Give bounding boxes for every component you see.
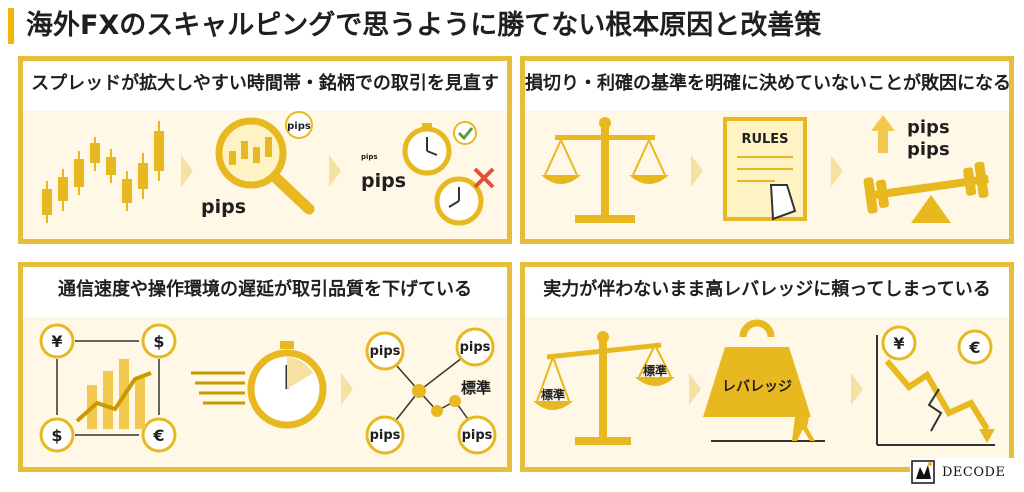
crack-icon [927,388,943,432]
panel-heading: 損切り・利確の基準を明確に決めていないことが敗因になる [525,73,1011,94]
arrow-right-icon [341,373,353,405]
pips-badge-label: pips [287,121,311,132]
latency-illustration: ¥ $ $ € pips [39,323,497,455]
arrow-right-icon [689,373,701,405]
stopwatch-icon [402,123,452,176]
magnifier-icon [215,117,315,215]
arrow-up-icon [871,115,895,153]
panel-latency: 通信速度や操作環境の遅延が取引品質を下げている ¥ $ $ € [18,262,512,472]
pointing-hand-icon [769,184,797,221]
arrow-right-icon [329,155,341,187]
dollar-icon: $ [153,332,164,351]
pips-label: pips [201,196,246,218]
currency-flow-icon [39,323,177,453]
euro-icon: € [152,426,164,445]
candlestick-chart-icon [42,121,164,223]
leverage-illustration: 標準 標準 レバレッジ ¥ € [533,319,995,446]
stopwatch-icon [434,176,484,226]
spread-illustration: pips pips pips pips [42,111,495,226]
panel-heading: 実力が伴わないまま高レバレッジに頼ってしまっている [543,279,991,300]
decode-logo-icon [911,460,935,484]
arrow-right-icon [851,373,863,405]
yen-icon: ¥ [893,334,904,353]
panel-leverage: 実力が伴わないまま高レバレッジに頼ってしまっている 標準 標準 レバレッジ [520,262,1014,472]
standard-label: 標準 [461,379,491,397]
euro-icon: € [968,338,980,357]
pips-label: pips [370,428,401,443]
cross-icon [473,167,495,189]
arrow-right-icon [691,155,703,187]
network-nodes-icon [365,327,497,455]
brand-name: DECODE [942,464,1006,480]
panel-stop-loss: 損切り・利確の基準を明確に決めていないことが敗因になる RULES pips p… [520,56,1014,244]
dumbbell-seesaw-icon [863,161,989,223]
rules-illustration: RULES pips pips [541,115,989,223]
leverage-label: レバレッジ [722,379,792,395]
pips-label: pips [907,139,950,160]
panel-heading: 通信速度や操作環境の遅延が取引品質を下げている [58,279,472,300]
brand-logo: DECODE [910,458,1018,486]
heavy-weight-icon [703,319,825,442]
panel-spread: スプレッドが拡大しやすい時間帯・銘柄での取引を見直す pips pips pip… [18,56,512,244]
pips-tiny-label: pips [361,153,378,161]
pips-label: pips [370,344,401,359]
pips-label: pips [460,340,491,355]
crushed-person-icon [792,411,815,441]
tilted-scale-icon [533,331,675,445]
stopwatch-speed-icon [191,341,327,429]
panel-heading: スプレッドが拡大しやすい時間帯・銘柄での取引を見直す [31,73,499,94]
standard-label: 標準 [643,363,667,378]
balance-scale-icon [541,117,669,223]
pips-badge-icon [285,111,313,139]
falling-chart-icon [876,325,995,446]
pips-label: pips [462,428,493,443]
page-title: 海外FXのスキャルピングで思うように勝てない根本原因と改善策 [26,10,822,41]
standard-label: 標準 [541,387,565,402]
rulebook-icon [723,117,807,221]
yen-icon: ¥ [51,332,62,351]
arrow-right-icon [181,155,193,187]
arrow-right-icon [831,155,843,187]
title-accent-bar [8,8,14,44]
pips-label: pips [907,117,950,138]
rules-label: RULES [741,132,788,147]
pips-label: pips [361,170,406,192]
dollar-icon: $ [51,426,62,445]
check-icon [453,121,477,145]
